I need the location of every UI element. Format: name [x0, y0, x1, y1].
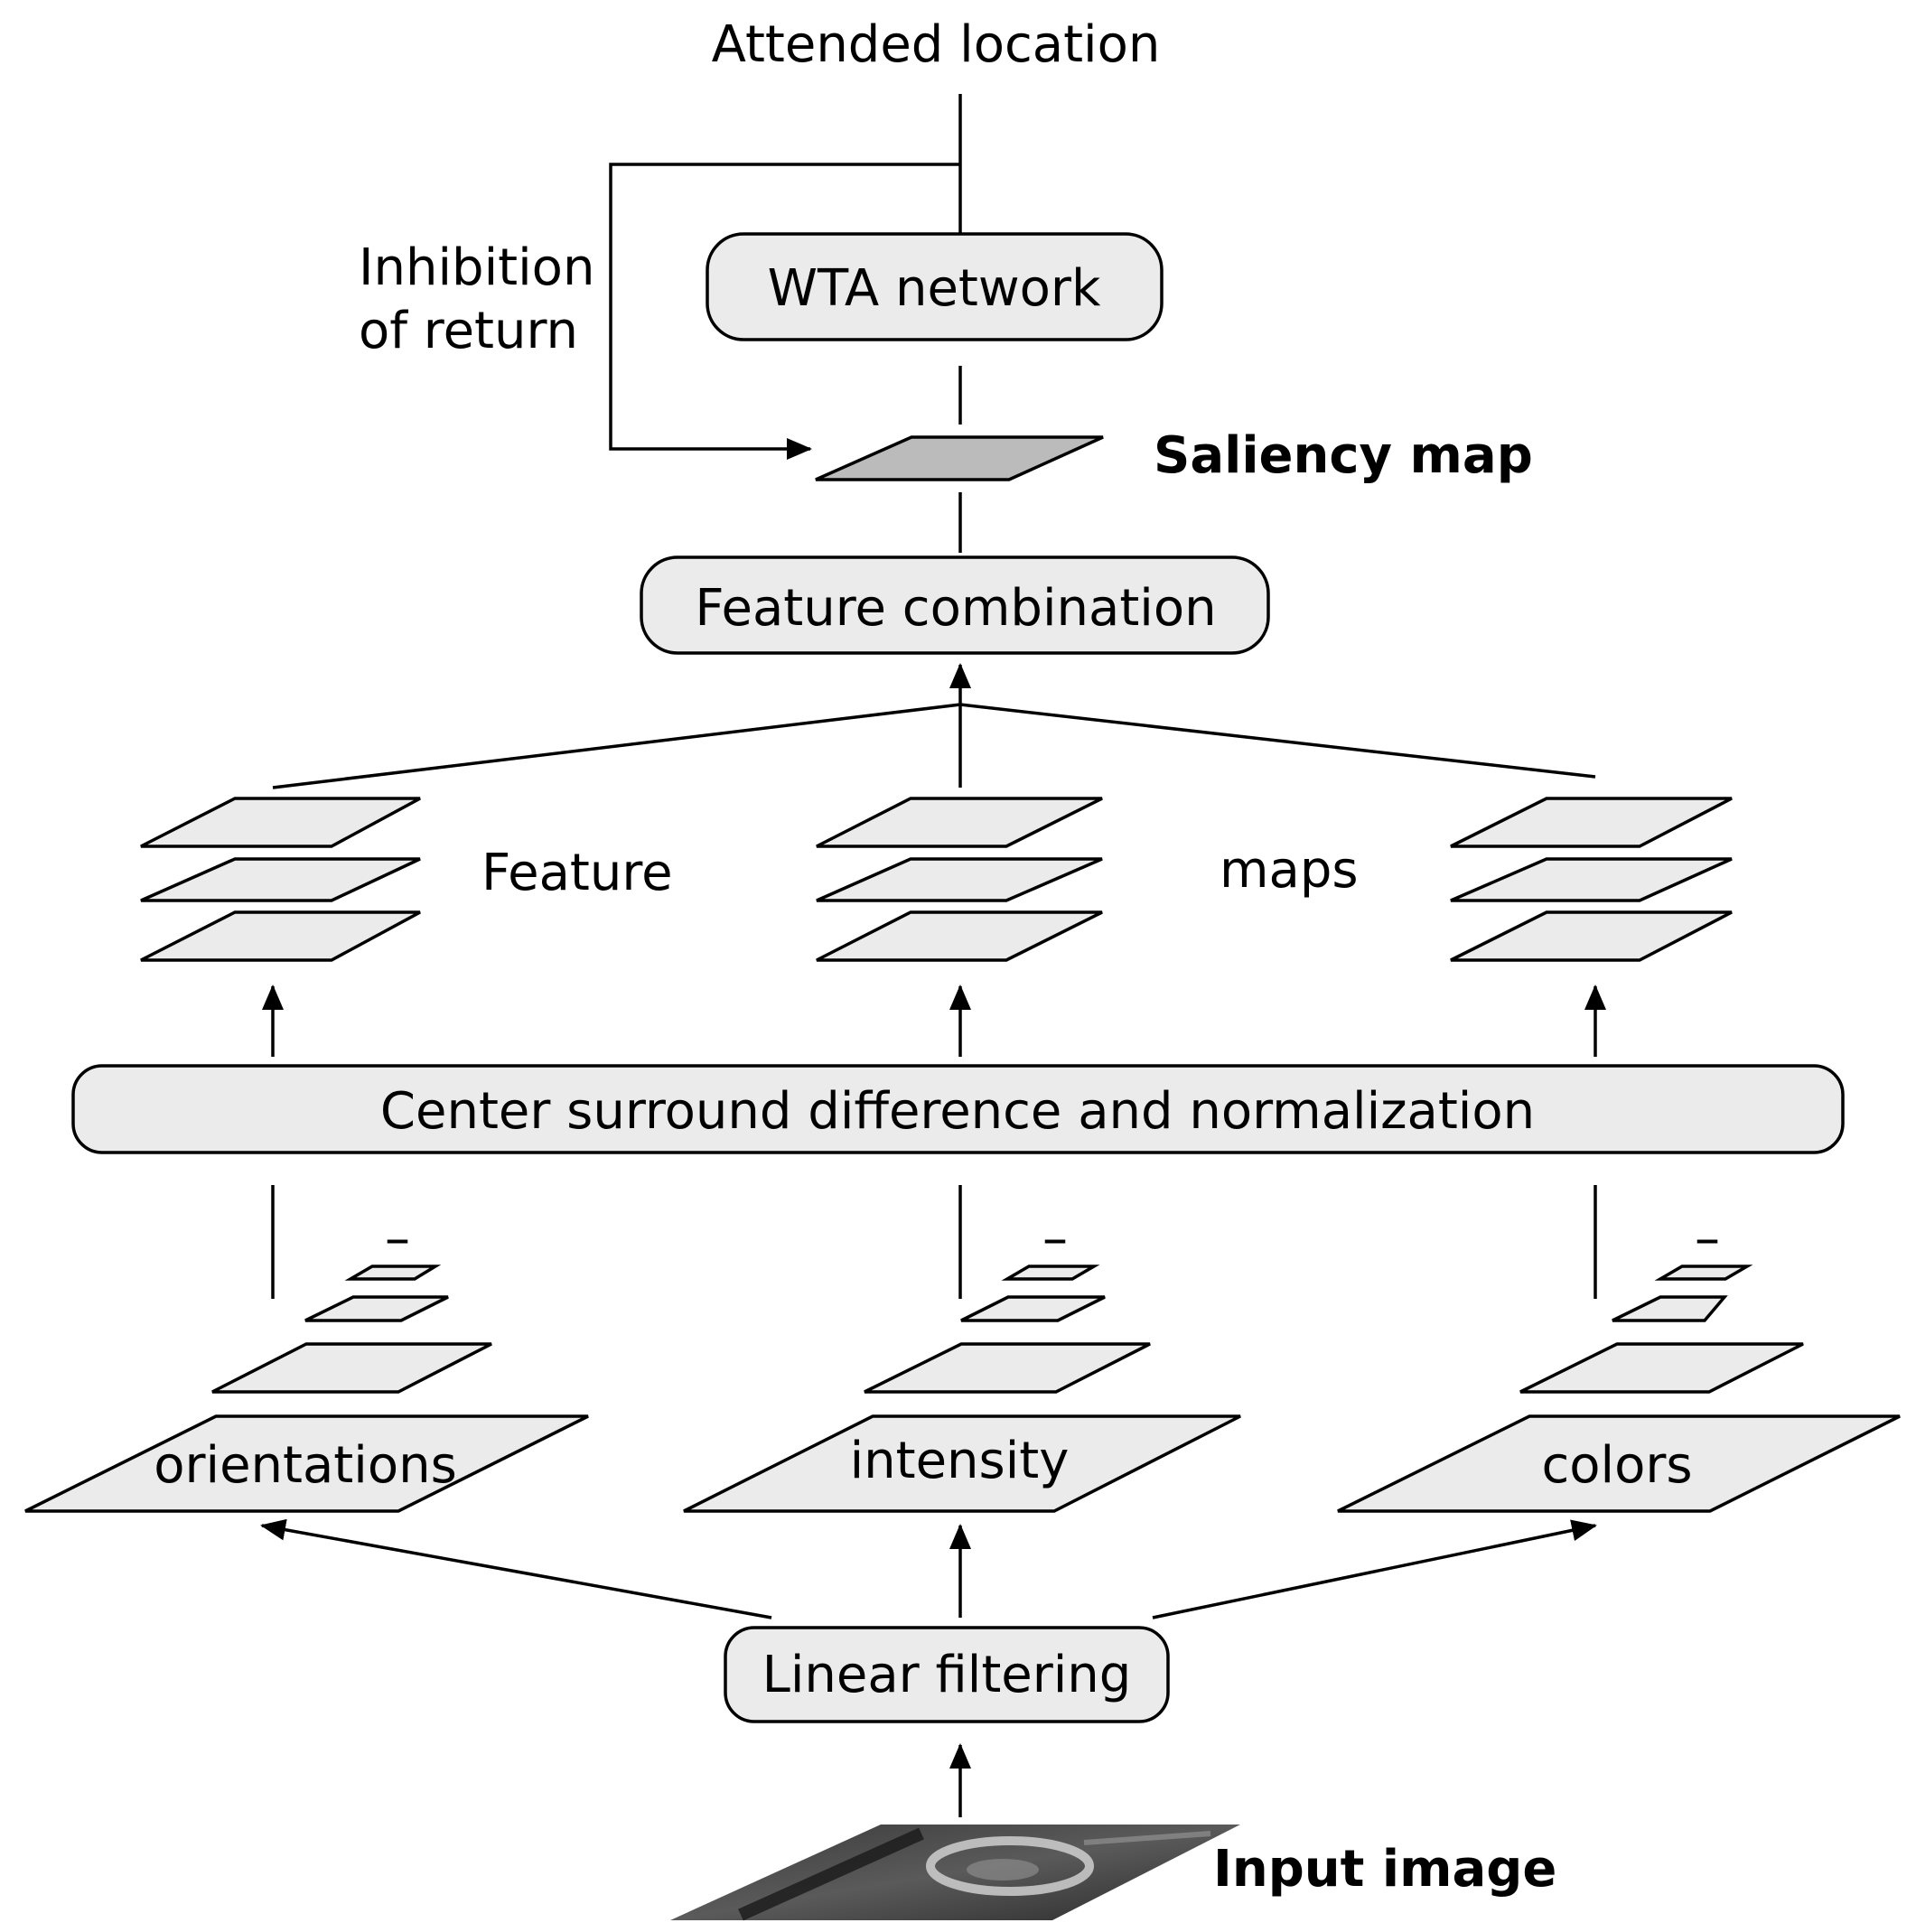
linear-filtering-label: Linear filtering [762, 1646, 1132, 1704]
linear-filtering-box [724, 1626, 1170, 1723]
filter-to-colors-arrow [1152, 1519, 1597, 1619]
feature-maps-colors [1450, 797, 1733, 962]
feature-maps-orientations [140, 797, 421, 962]
center-surround-box [71, 1064, 1845, 1154]
inhibition-label-line2: of return [359, 302, 578, 360]
input-image-plane [670, 1825, 1240, 1921]
intensity-pyramid [683, 1265, 1241, 1513]
orientations-pyramid [24, 1265, 589, 1513]
feature-combination-label: Feature combination [695, 579, 1216, 638]
feature-word-label: Feature [481, 844, 673, 902]
center-surround-label: Center surround difference and normaliza… [380, 1082, 1535, 1141]
intensity-base-plane [683, 1414, 1241, 1513]
orientations-pyramid-dash: – [385, 1209, 410, 1268]
wta-network-label: WTA network [768, 259, 1101, 318]
colors-pyramid [1337, 1265, 1901, 1513]
feature-combination-box [640, 555, 1270, 655]
wta-network-box [706, 232, 1164, 341]
maps-word-label: maps [1220, 841, 1359, 900]
inhibition-feedback-line [609, 163, 960, 460]
feature-maps-intensity [816, 797, 1103, 962]
inhibition-label-line1: Inhibition [359, 238, 594, 297]
filter-to-orientations-arrow [260, 1518, 772, 1619]
orientations-base-plane [24, 1414, 589, 1513]
saliency-map-plane [815, 435, 1104, 481]
input-image-label: Input image [1213, 1840, 1556, 1899]
saliency-map-label: Saliency map [1154, 426, 1533, 485]
maps-join-line [272, 703, 1596, 789]
colors-base-plane [1337, 1414, 1901, 1513]
intensity-label: intensity [850, 1432, 1070, 1490]
orientations-label: orientations [154, 1436, 457, 1495]
intensity-pyramid-dash: – [1042, 1209, 1068, 1268]
colors-pyramid-dash: – [1695, 1209, 1720, 1268]
attended-location-label: Attended location [712, 15, 1161, 74]
colors-label: colors [1541, 1436, 1692, 1495]
